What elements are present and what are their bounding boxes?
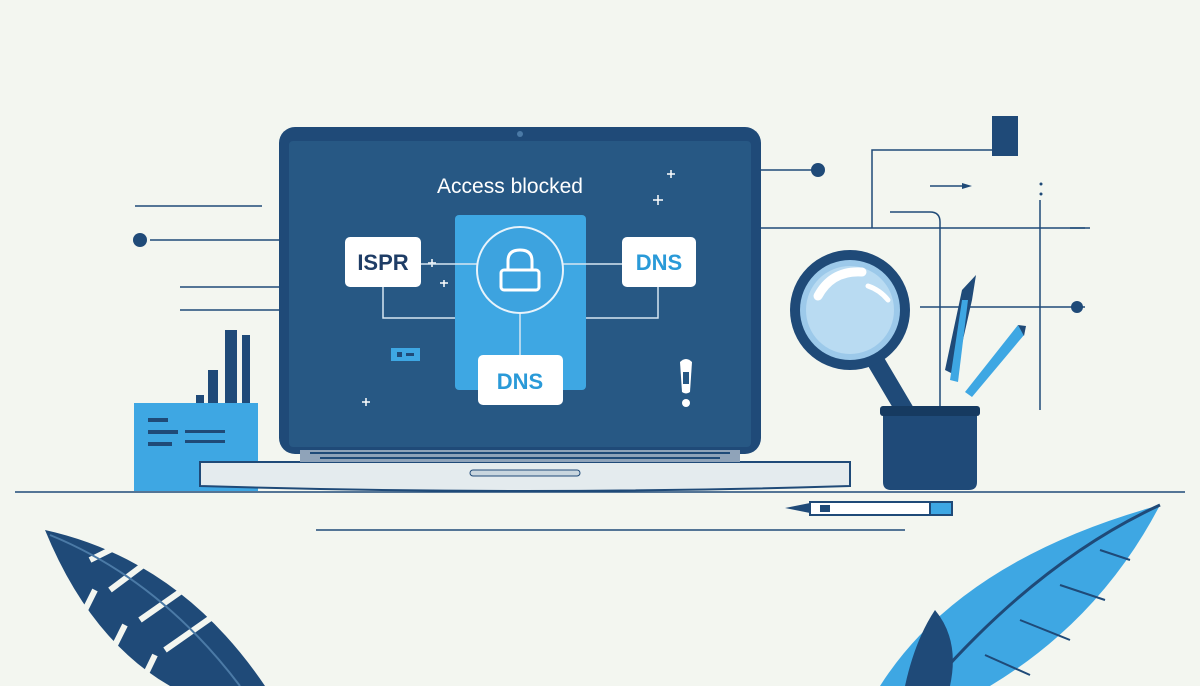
small-badge-icon: [391, 348, 420, 361]
node-right: DNS: [622, 237, 696, 287]
node-bottom: DNS: [478, 355, 563, 405]
background-dots: [133, 116, 1083, 313]
exclamation-icon: [680, 359, 692, 407]
node-left: ISPR: [345, 237, 421, 287]
node-left-label: ISPR: [357, 250, 408, 275]
node-bottom-label: DNS: [497, 369, 543, 394]
node-right-label: DNS: [636, 250, 682, 275]
background-lines: [15, 149, 1185, 531]
leaf-right: [880, 503, 1161, 686]
pencil: [785, 501, 953, 516]
lock-icon: [476, 226, 564, 314]
pen-holder-left: [134, 330, 258, 491]
pen-cup-right: [880, 275, 1026, 490]
sparkle-icons: [362, 170, 675, 406]
screen-title: Access blocked: [437, 175, 583, 198]
screen-content: Access blocked ISPR: [345, 170, 696, 407]
leaf-left: [45, 530, 265, 686]
